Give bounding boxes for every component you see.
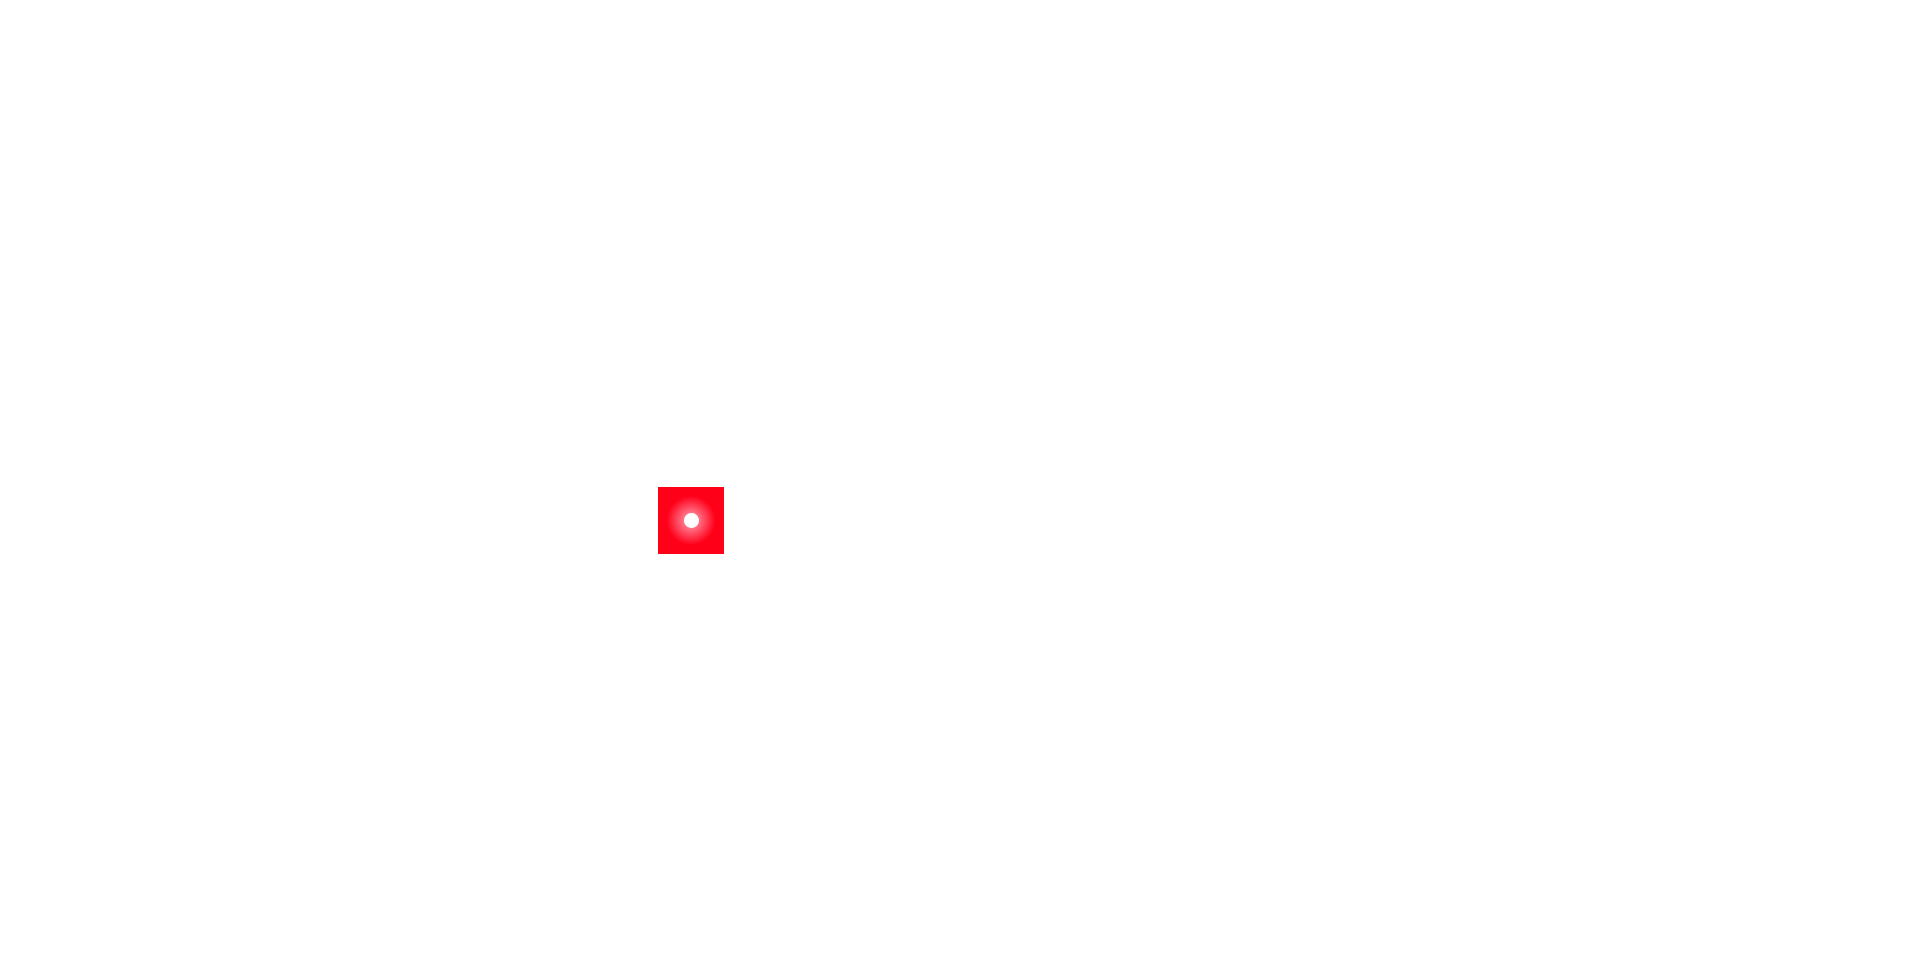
red-point-marker[interactable] bbox=[658, 487, 724, 554]
marker-center-dot bbox=[683, 513, 699, 528]
